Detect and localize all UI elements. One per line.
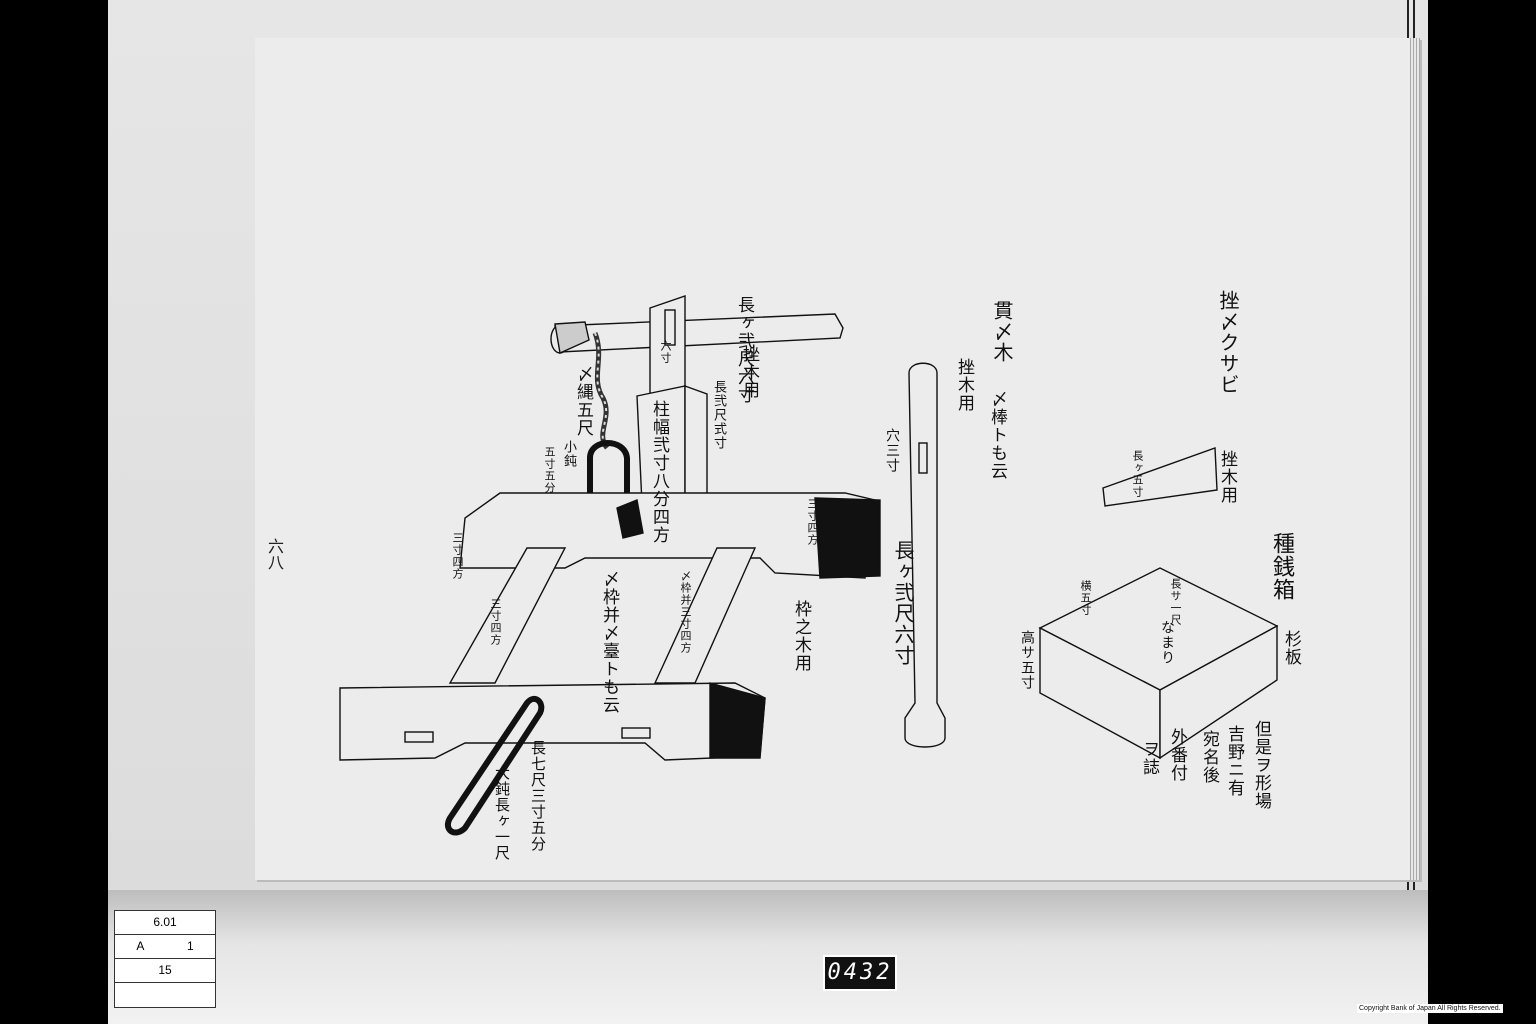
coin-box <box>1038 567 1279 760</box>
wedge <box>1102 447 1218 507</box>
label-base-length: 長七尺三寸五分 <box>529 740 547 852</box>
label-box-title: 種銭箱 <box>1269 532 1294 601</box>
label-frame-side1: 三寸四方 <box>489 598 502 646</box>
label-kazari-length: 長ヶ弐尺六寸 <box>734 296 754 404</box>
small-ring <box>587 440 630 500</box>
label-nuki-title: 貫〆木 <box>990 300 1014 363</box>
scan-border-right <box>1428 0 1536 1024</box>
press-diagram <box>339 295 1279 836</box>
archive-label-series: A <box>136 939 145 953</box>
label-pillar-hole: 六寸 <box>659 340 672 364</box>
label-nuki-alias: 〆棒トも云 <box>987 390 1007 480</box>
bottom-strip <box>108 890 1428 1024</box>
base-beam <box>339 682 766 761</box>
large-ring <box>444 695 545 836</box>
label-box-width: 横五寸 <box>1079 580 1092 616</box>
label-wedge-title: 挫〆クサビ <box>1216 290 1240 395</box>
note-line-5: ヲ誌 <box>1139 740 1159 776</box>
label-small-ring-size: 五寸五分 <box>543 446 556 494</box>
nuki-club <box>904 362 946 748</box>
label-nuki-wood: 挫木用 <box>954 358 974 412</box>
archive-label-card: 6.01 A 1 15 <box>114 910 216 1008</box>
page-number: 六八 <box>265 538 284 570</box>
label-beam-left: 三寸四方 <box>451 532 464 580</box>
archive-label-row-2: A 1 <box>115 935 215 959</box>
label-pillar-height: 長弐尺式寸 <box>711 380 726 450</box>
frame-counter: 0432 <box>823 955 897 991</box>
pillar <box>636 295 708 527</box>
label-box-length: 長サ一尺 <box>1169 578 1182 626</box>
cross-beam <box>459 492 881 579</box>
label-box-height: 高サ五寸 <box>1019 630 1035 690</box>
note-line-2: 吉野ニ有 <box>1224 725 1244 797</box>
label-frame-center: 〆枠并〆臺トも云 <box>599 570 619 714</box>
archive-label-row-4 <box>115 983 215 1008</box>
label-small-ring: 小鈍 <box>561 440 576 468</box>
scan-border-left <box>0 0 108 1024</box>
archive-label-row-1: 6.01 <box>115 911 215 935</box>
label-box-note: なまり <box>1159 620 1175 665</box>
label-nuki-hole: 穴三寸 <box>884 428 900 473</box>
label-ashibo-wood: 挫木用 <box>739 345 759 399</box>
label-beam-side: 三寸四方 <box>806 498 819 546</box>
label-large-ring: 大鈍長ヶ一尺 <box>493 765 511 861</box>
note-line-3: 宛名後 <box>1199 730 1219 784</box>
note-line-4: 外番付 <box>1167 728 1187 782</box>
label-box-board: 杉板 <box>1281 630 1301 666</box>
label-frame-wood: 枠之木用 <box>791 600 811 672</box>
archive-label-volume: 1 <box>186 939 194 953</box>
label-nuki-length: 長ヶ弐尺六寸 <box>891 540 915 666</box>
rope <box>592 332 610 450</box>
note-line-1: 但是ヲ形場 <box>1251 720 1271 810</box>
label-wedge-wood: 挫木用 <box>1217 450 1237 504</box>
label-frame-side2: 〆枠并三寸四方 <box>679 570 692 654</box>
archive-label-row-3: 15 <box>115 959 215 983</box>
label-wedge-length: 長ヶ五寸 <box>1131 450 1144 498</box>
page-stack-edge <box>1410 38 1420 880</box>
label-rope: 〆縄五尺 <box>573 365 593 437</box>
copyright-notice: Copyright Bank of Japan All Rights Reser… <box>1357 1004 1503 1013</box>
lever-bar <box>550 313 844 355</box>
label-pillar-width: 柱幅弐寸八分四方 <box>649 400 669 544</box>
